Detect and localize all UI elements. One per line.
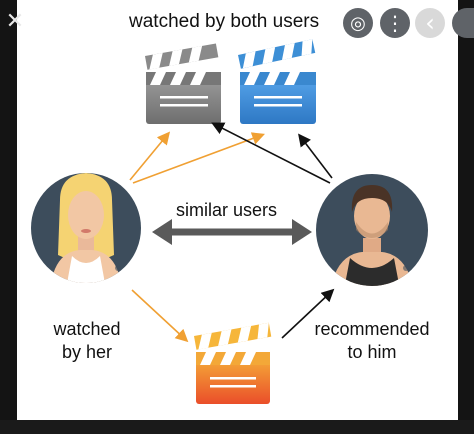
arrow-her-to-blue [132,132,265,184]
diagram-illustration [31,39,428,404]
chevron-left-icon: ‹ [425,9,435,37]
similar-users-double-arrow [152,219,312,245]
arrow-him-to-blue [298,133,333,179]
clapperboard-orange-icon [194,322,272,404]
label-watched-by-her: watched by her [53,319,121,362]
clapperboard-blue-icon [237,39,316,124]
label-watched-by-both: watched by both users [129,11,320,32]
avatar-her [31,173,141,283]
more-options-button[interactable]: ⋮ [380,8,410,38]
left-dark-strip [0,0,17,420]
clapperboard-gray-icon [145,43,221,124]
close-button[interactable]: ✕ [0,6,30,36]
lens-search-button[interactable]: ◎ [343,8,373,38]
lens-icon: ◎ [350,12,366,34]
label-similar-users: similar users [176,200,278,220]
more-vertical-icon: ⋮ [385,11,405,35]
next-button[interactable] [452,8,474,38]
label-recommended-to-him: recommended to him [314,319,430,362]
arrow-her-to-gray [129,131,171,181]
arrow-him-from-orange [281,288,335,339]
image-frame: watched by both users similar users watc… [17,0,458,420]
arrow-him-to-gray [211,122,331,184]
close-icon: ✕ [5,8,25,34]
previous-button[interactable]: ‹ [415,8,445,38]
arrow-her-to-orange [131,289,189,343]
right-dark-strip [458,0,474,420]
avatar-him [316,174,428,286]
bottom-bar [0,420,474,434]
